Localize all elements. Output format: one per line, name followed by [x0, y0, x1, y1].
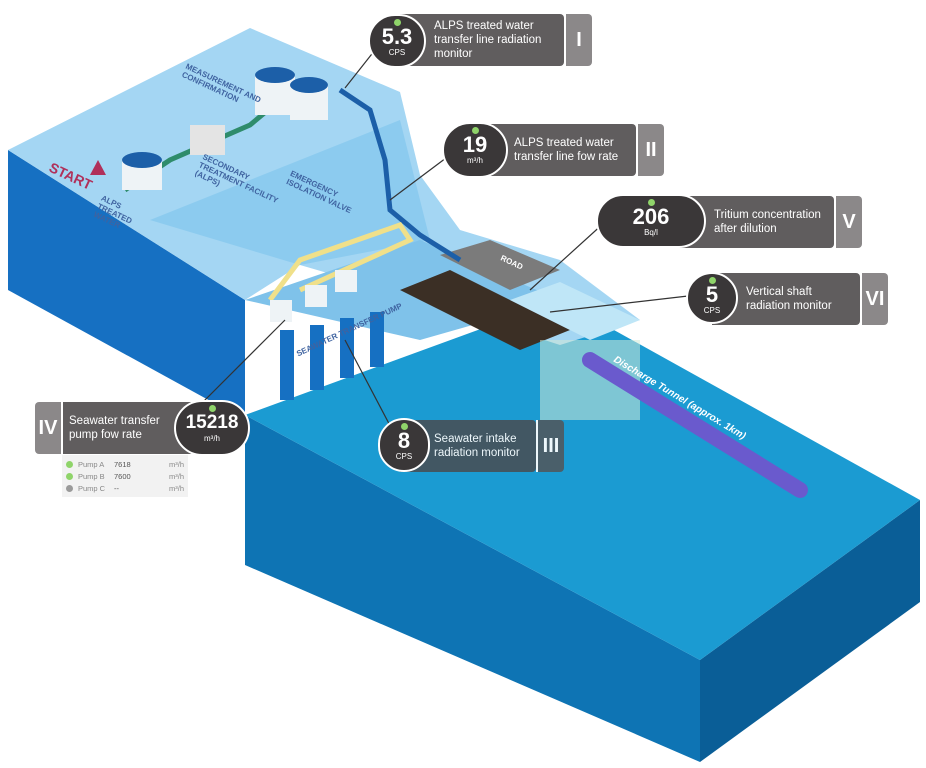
pump-row: Pump A 7618 m³/h	[66, 458, 184, 470]
land-terrace	[150, 120, 430, 265]
monitor-unit: CPS	[395, 452, 413, 461]
monitor-value: 5	[705, 282, 719, 307]
monitor-unit: Bq/l	[644, 228, 658, 237]
pump-row: Pump C -- m³/h	[66, 482, 184, 494]
sea-surface	[245, 300, 920, 660]
pump-name: Pump A	[78, 459, 105, 469]
monitor-ii[interactable]: ALPS treated water transfer line fow rat…	[480, 124, 664, 176]
alps-building	[190, 125, 225, 155]
monitor-label: ALPS treated water transfer line radiati…	[400, 14, 564, 66]
monitor-value: 8	[397, 428, 411, 453]
pump-unit: m³/h	[169, 459, 184, 469]
monitor-vi-readout: 5 CPS	[686, 272, 738, 324]
monitor-number: VI	[860, 273, 888, 325]
road	[440, 240, 560, 290]
land-front-face	[8, 150, 245, 420]
pump-value: 7618	[114, 459, 131, 469]
pump-table: Pump A 7618 m³/h Pump B 7600 m³/h Pump C…	[62, 455, 188, 497]
pump-row: Pump B 7600 m³/h	[66, 470, 184, 482]
monitor-number: I	[564, 14, 592, 66]
vertical-shaft	[510, 282, 640, 340]
status-ok-icon	[708, 277, 716, 284]
status-ok-icon	[393, 19, 401, 26]
monitor-unit: CPS	[388, 48, 406, 57]
status-ok-icon	[647, 199, 655, 206]
status-off-icon	[66, 484, 73, 492]
monitor-value: 15218	[185, 412, 239, 433]
monitor-v-readout: 206 Bq/l	[596, 194, 706, 248]
status-ok-icon	[471, 127, 479, 134]
pump-name: Pump C	[78, 483, 106, 493]
monitor-vi[interactable]: Vertical shaft radiation monitor VI	[712, 273, 888, 325]
sea-front-right-face	[700, 500, 920, 762]
sea-front-left-face	[245, 415, 700, 762]
tanks	[122, 67, 357, 322]
status-ok-icon	[66, 472, 73, 480]
monitor-ii-readout: 19 m³/h	[442, 122, 508, 178]
monitor-unit: m³/h	[467, 156, 483, 165]
monitor-unit: CPS	[703, 306, 721, 315]
intake-piers	[280, 312, 384, 400]
status-ok-icon	[400, 423, 408, 430]
monitor-iii-readout: 8 CPS	[378, 418, 430, 472]
pump-value: 7600	[114, 471, 131, 481]
monitor-value: 19	[462, 132, 488, 157]
status-ok-icon	[208, 405, 216, 412]
seawater-header	[268, 221, 414, 302]
monitor-number: V	[834, 196, 862, 248]
pump-unit: m³/h	[169, 483, 184, 493]
transfer-pipe	[338, 87, 462, 263]
monitor-i[interactable]: ALPS treated water transfer line radiati…	[400, 14, 592, 66]
monitor-label: ALPS treated water transfer line fow rat…	[480, 124, 636, 176]
monitor-number: III	[536, 420, 564, 472]
outlet-channel	[400, 270, 570, 350]
monitor-unit: m³/h	[204, 434, 220, 443]
pump-value: --	[114, 483, 119, 493]
monitor-i-readout: 5.3 CPS	[368, 14, 426, 68]
monitor-iv-readout: 15218 m³/h	[174, 400, 250, 456]
pump-name: Pump B	[78, 471, 105, 481]
monitor-value: 206	[632, 204, 670, 229]
monitor-number: IV	[35, 402, 63, 454]
pump-unit: m³/h	[169, 471, 184, 481]
monitor-number: II	[636, 124, 664, 176]
status-ok-icon	[66, 460, 73, 468]
discharge-tunnel	[582, 352, 808, 498]
start-arrow-icon	[90, 160, 106, 175]
monitor-value: 5.3	[381, 24, 413, 49]
